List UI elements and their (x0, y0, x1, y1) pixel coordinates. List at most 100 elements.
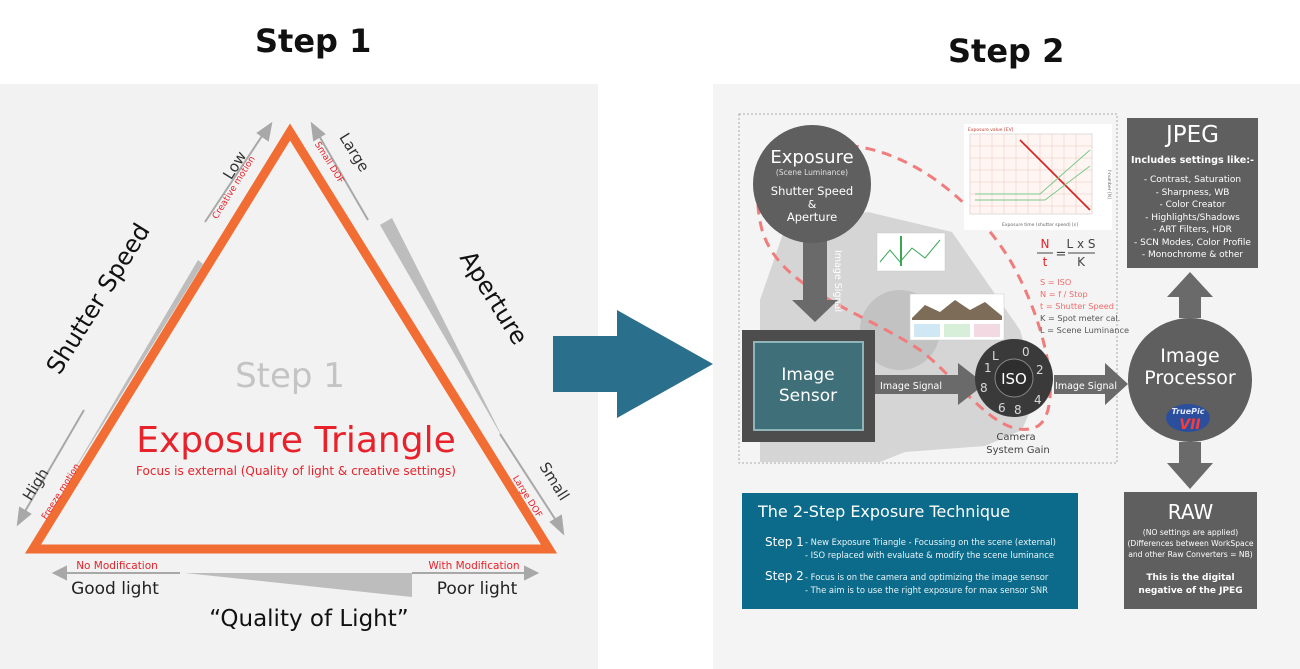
jpeg-item-4: - Highlights/Shadows (1145, 212, 1240, 223)
technique-step1-line1: - New Exposure Triangle - Focussing on t… (805, 537, 1056, 547)
step-transition-arrow (553, 310, 713, 418)
technique-title: The 2-Step Exposure Technique (758, 502, 1011, 521)
svg-text:t = Shutter Speed: t = Shutter Speed (1040, 301, 1114, 311)
svg-text:K: K (1077, 255, 1086, 269)
svg-text:f-number [N]: f-number [N] (1106, 170, 1112, 199)
raw-box (1124, 492, 1257, 609)
image-signal-vertical: Image Signal (832, 250, 843, 312)
svg-text:t: t (1043, 255, 1048, 269)
svg-text:=: = (1056, 247, 1067, 262)
histogram-thumb-1 (876, 232, 946, 272)
svg-text:VII: VII (1179, 417, 1200, 433)
raw-negative-2: negative of the JPEG (1138, 586, 1243, 596)
step1-panel (0, 84, 598, 669)
image-processor-circle (1128, 318, 1252, 442)
processor-line1: Image (1160, 345, 1220, 367)
iso-caption-2: System Gain (986, 445, 1049, 456)
image-sensor-chip (753, 341, 864, 431)
exposure-triangle-title: Exposure Triangle (136, 420, 455, 461)
image-sensor-line1: Image (781, 365, 834, 385)
svg-text:2: 2 (1036, 363, 1044, 377)
watermark-step1: Step 1 (235, 356, 345, 396)
svg-text:8: 8 (1014, 403, 1022, 417)
svg-text:1: 1 (984, 361, 992, 375)
raw-note-1: (NO settings are applied) (1142, 528, 1239, 537)
aperture-wedge (380, 218, 505, 442)
raw-note-2: (Differences between WorkSpace (1127, 539, 1254, 548)
shutter-speed-wedge (62, 260, 203, 490)
image-signal-1: Image Signal (880, 381, 942, 392)
image-sensor-line2: Sensor (779, 386, 837, 406)
svg-text:Exposure time (shutter speed): Exposure time (shutter speed) [s] (1002, 222, 1078, 228)
exposure-triangle-subtitle: Focus is external (Quality of light & cr… (136, 464, 456, 478)
svg-text:S = ISO: S = ISO (1040, 277, 1071, 287)
no-modification-note: No Modification (76, 560, 158, 572)
svg-text:0: 0 (1022, 345, 1030, 359)
exposure-value-chart: Exposure value [EV] Exposure time (shutt… (964, 124, 1112, 230)
step1-title: Step 1 (255, 22, 372, 60)
raw-title: RAW (1167, 500, 1214, 524)
raw-negative-1: This is the digital (1146, 573, 1235, 583)
processor-line2: Processor (1144, 367, 1236, 389)
raw-note-3: and other Raw Converters = NB) (1128, 550, 1253, 559)
technique-step2-label: Step 2 (765, 569, 804, 583)
technique-box: The 2-Step Exposure Technique Step 1 - N… (742, 493, 1078, 609)
jpeg-item-7: - Monochrome & other (1141, 250, 1244, 260)
exposure-to-sensor-arrow (792, 230, 838, 322)
light-wedge (185, 573, 412, 597)
exposure-sub: (Scene Luminance) (776, 168, 848, 177)
step2-title: Step 2 (948, 32, 1065, 70)
jpeg-item-5: - ART Filters, HDR (1153, 225, 1232, 235)
svg-text:6: 6 (998, 401, 1006, 415)
svg-text:L x S: L x S (1066, 237, 1095, 251)
triangle-outline (24, 123, 558, 554)
svg-text:Exposure value [EV]: Exposure value [EV] (968, 127, 1014, 133)
dashed-frame (738, 113, 1118, 464)
technique-step1-line2: - ISO replaced with evaluate & modify th… (805, 550, 1054, 560)
sensor-to-iso-arrow (875, 363, 985, 405)
iso-label: ISO (1001, 370, 1027, 388)
jpeg-heading: Includes settings like:- (1130, 155, 1255, 166)
truepic-logo: TruePic VII (1166, 404, 1210, 433)
svg-text:N = f / Stop: N = f / Stop (1040, 289, 1088, 299)
processor-to-jpeg-arrow (1167, 272, 1213, 318)
svg-text:L = Scene Luminance: L = Scene Luminance (1040, 325, 1129, 335)
svg-text:L: L (992, 349, 999, 363)
jpeg-item-2: - Sharpness, WB (1155, 187, 1230, 198)
formula-legend: S = ISO N = f / Stop t = Shutter Speed K… (1040, 277, 1129, 335)
poor-light-label: Poor light (437, 579, 518, 599)
exposure-line1: Shutter Speed (771, 184, 853, 198)
image-signal-2: Image Signal (1055, 381, 1117, 392)
jpeg-title: JPEG (1165, 122, 1219, 148)
quality-of-light-label: “Quality of Light” (209, 606, 408, 632)
svg-text:4: 4 (1034, 393, 1042, 407)
svg-text:TruePic: TruePic (1172, 407, 1205, 416)
exposure-line2: & (808, 198, 817, 211)
jpeg-item-3: - Color Creator (1159, 200, 1226, 210)
dashed-loop (756, 143, 1052, 431)
good-light-label: Good light (71, 579, 159, 599)
exposure-title: Exposure (770, 147, 853, 168)
technique-step2-line1: - Focus is on the camera and optimizing … (805, 572, 1049, 582)
iso-caption-1: Camera (996, 432, 1035, 443)
technique-step2-line2: - The aim is to use the right exposure f… (805, 585, 1048, 595)
exposure-circle (753, 125, 871, 243)
svg-text:K = Spot meter cal.: K = Spot meter cal. (1040, 313, 1120, 323)
iso-dial-inner (994, 358, 1034, 398)
technique-step1-label: Step 1 (765, 535, 804, 549)
jpeg-item-1: - Contrast, Saturation (1143, 175, 1242, 185)
exposure-triangle-diagram: Step 1 Exposure Triangle Focus is extern… (16, 121, 573, 632)
jpeg-box (1127, 118, 1258, 268)
exposure-line3: Aperture (787, 210, 837, 224)
jpeg-item-6: - SCN Modes, Color Profile (1134, 237, 1251, 248)
side-arrows (16, 121, 565, 581)
svg-text:N: N (1041, 237, 1050, 251)
exposure-formula: N t = L x S K (1037, 237, 1096, 269)
processor-to-raw-arrow (1167, 442, 1213, 489)
with-modification-note: With Modification (428, 560, 519, 572)
iso-to-processor-arrow (1054, 363, 1128, 405)
svg-text:8: 8 (980, 381, 988, 395)
histogram-thumb-2 (909, 293, 1005, 341)
